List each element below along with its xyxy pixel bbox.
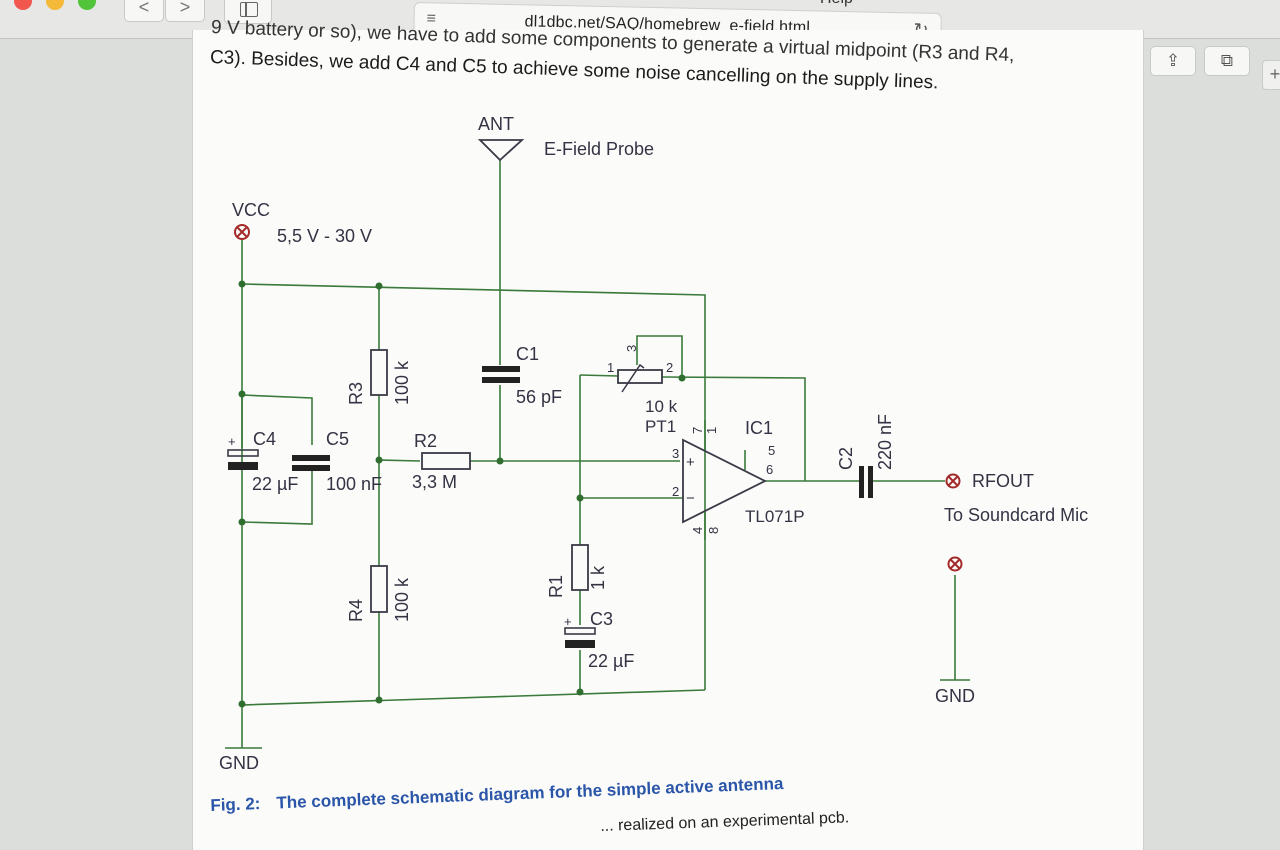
vcc-label: VCC <box>232 200 270 220</box>
ic1-pin2: 2 <box>672 484 679 499</box>
r3-name: R3 <box>346 382 366 405</box>
gnd-left-label: GND <box>219 753 259 773</box>
r1-value: 1 k <box>588 565 608 590</box>
ic1-pin1: 1 <box>704 427 719 434</box>
c1-name: C1 <box>516 344 539 364</box>
ant-label: ANT <box>478 114 514 134</box>
gnd-terminal-right <box>947 556 963 572</box>
ic1-name: IC1 <box>745 418 773 438</box>
wires <box>225 160 970 749</box>
r2-resistor <box>421 452 471 470</box>
zoom-window-button[interactable] <box>78 0 96 10</box>
c1-value: 56 pF <box>516 387 562 407</box>
pt1-name: PT1 <box>645 417 676 436</box>
ic1-pin3: 3 <box>672 446 679 461</box>
pt1-pin2: 2 <box>666 360 673 375</box>
ic1-pin6: 6 <box>766 462 773 477</box>
pt1-potentiometer <box>617 369 663 384</box>
new-tab-icon[interactable]: + <box>1262 60 1280 90</box>
r4-resistor <box>370 565 388 613</box>
page-content: 9 V battery or so), we have to add some … <box>192 17 1144 850</box>
r2-name: R2 <box>414 431 437 451</box>
c2-capacitor <box>859 466 873 498</box>
c2-name: C2 <box>836 447 856 470</box>
minimize-window-button[interactable] <box>46 0 64 10</box>
c5-capacitor <box>292 455 330 471</box>
r1-resistor <box>571 544 589 591</box>
ic1-pin7: 7 <box>690 427 705 434</box>
c3-capacitor <box>564 627 596 648</box>
antenna-symbol <box>477 139 525 162</box>
c5-value: 100 nF <box>326 474 382 494</box>
ic1-opamp <box>682 438 768 524</box>
share-icon[interactable]: ⇪ <box>1150 46 1196 76</box>
c1-capacitor <box>482 366 520 383</box>
rfout-description: To Soundcard Mic <box>944 505 1088 525</box>
c5-name: C5 <box>326 429 349 449</box>
c3-polarity: + <box>564 614 572 629</box>
r3-resistor <box>370 349 388 396</box>
vcc-terminal <box>234 224 250 240</box>
pt1-wiper <box>621 363 645 393</box>
back-icon[interactable]: < <box>124 0 164 22</box>
ic1-plus: + <box>686 454 695 471</box>
c4-capacitor <box>227 449 259 470</box>
pt1-pin1: 1 <box>607 360 614 375</box>
vcc-range: 5,5 V - 30 V <box>277 226 372 246</box>
r3-value: 100 k <box>392 360 412 405</box>
pt1-value: 10 k <box>645 397 678 416</box>
r4-name: R4 <box>346 599 366 622</box>
sidebar-toggle-button[interactable] <box>224 0 272 24</box>
rfout-terminal <box>945 473 961 489</box>
r4-value: 100 k <box>392 577 412 622</box>
close-window-button[interactable] <box>14 0 32 10</box>
sidebar-icon <box>240 2 258 17</box>
rfout-label: RFOUT <box>972 471 1034 491</box>
ic1-pin5: 5 <box>768 443 775 458</box>
ic1-type: TL071P <box>745 507 805 526</box>
c4-value: 22 µF <box>252 474 298 494</box>
ic1-pin8: 8 <box>706 527 721 534</box>
gnd-right-label: GND <box>935 686 975 706</box>
probe-label: E-Field Probe <box>544 139 654 159</box>
tabs-icon[interactable]: ⧉ <box>1204 46 1250 76</box>
ic1-pin4: 4 <box>690 527 705 534</box>
r1-name: R1 <box>546 575 566 598</box>
c3-name: C3 <box>590 609 613 629</box>
c2-value: 220 nF <box>875 414 895 470</box>
figure-number: Fig. 2: <box>210 794 261 815</box>
r2-value: 3,3 M <box>412 472 457 492</box>
junctions <box>238 280 686 708</box>
pt1-pin3: 3 <box>624 345 639 352</box>
c4-polarity: + <box>228 434 236 449</box>
ic1-minus: − <box>686 490 695 507</box>
forward-icon[interactable]: > <box>165 0 205 22</box>
help-menu[interactable]: Help <box>820 0 853 8</box>
c4-name: C4 <box>253 429 276 449</box>
c3-value: 22 µF <box>588 651 634 671</box>
